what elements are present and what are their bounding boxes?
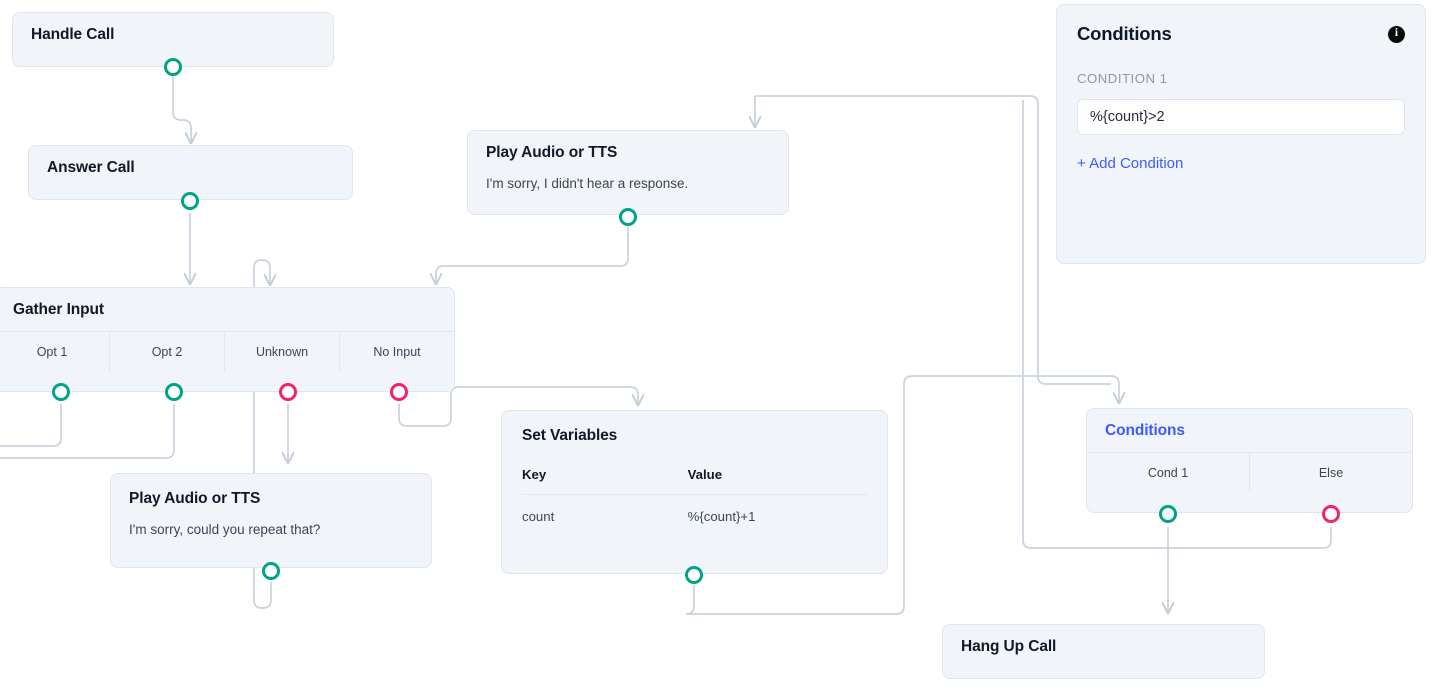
node-set-variables[interactable]: Set Variables Key Value count %{count}+1 — [501, 410, 888, 574]
edge-opt1-left — [0, 404, 62, 447]
node-subtitle: I'm sorry, could you repeat that? — [129, 522, 321, 537]
port-opt-1-out[interactable] — [52, 383, 70, 401]
cell-key: count — [522, 509, 555, 524]
node-title: Gather Input — [13, 301, 104, 318]
port-label: Else — [1318, 466, 1344, 480]
port-play-audio-repeat-out[interactable] — [262, 562, 280, 580]
port-else-out[interactable] — [1322, 505, 1340, 523]
port-label: Cond 1 — [1147, 466, 1189, 480]
add-condition-button[interactable]: + Add Condition — [1077, 155, 1184, 172]
table-row[interactable]: count %{count}+1 — [522, 495, 867, 524]
port-row: Cond 1 Else — [1087, 452, 1412, 493]
condition-label: CONDITION 1 — [1077, 71, 1168, 86]
port-no-input-out[interactable] — [390, 383, 408, 401]
port-opt-2-out[interactable] — [165, 383, 183, 401]
node-subtitle: I'm sorry, I didn't hear a response. — [486, 176, 689, 191]
port-label: Unknown — [255, 345, 309, 359]
port-label: No Input — [373, 345, 421, 359]
port-set-variables-out[interactable] — [685, 566, 703, 584]
column-header-value: Value — [687, 467, 867, 495]
node-play-audio-no-response[interactable]: Play Audio or TTS I'm sorry, I didn't he… — [467, 130, 789, 215]
port-handle-call-out[interactable] — [164, 58, 182, 76]
node-gather-input[interactable]: Gather Input Opt 1 Opt 2 Unknown No Inpu… — [0, 287, 455, 392]
panel-header: Conditions i — [1077, 23, 1405, 45]
port-cell-else[interactable]: Else — [1250, 453, 1412, 493]
node-title: Conditions — [1105, 422, 1185, 439]
node-title: Hang Up Call — [961, 638, 1057, 655]
node-title: Play Audio or TTS — [486, 144, 618, 161]
table-header-row: Key Value — [522, 467, 867, 495]
port-cell-opt-2[interactable]: Opt 2 — [110, 332, 225, 372]
port-unknown-out[interactable] — [279, 383, 297, 401]
node-title: Set Variables — [522, 427, 618, 444]
node-hang-up-call[interactable]: Hang Up Call — [942, 624, 1265, 679]
port-answer-call-out[interactable] — [181, 192, 199, 210]
info-icon[interactable]: i — [1388, 25, 1405, 43]
node-play-audio-repeat[interactable]: Play Audio or TTS I'm sorry, could you r… — [110, 473, 432, 568]
port-cell-no-input[interactable]: No Input — [340, 332, 454, 372]
node-title: Play Audio or TTS — [129, 490, 261, 507]
port-cell-cond-1[interactable]: Cond 1 — [1087, 453, 1250, 493]
cell-value: %{count}+1 — [687, 509, 756, 524]
port-label: Opt 1 — [36, 345, 68, 359]
conditions-panel[interactable]: Conditions i CONDITION 1 + Add Condition — [1056, 4, 1426, 264]
port-cell-unknown[interactable]: Unknown — [225, 332, 340, 372]
port-cond-1-out[interactable] — [1159, 505, 1177, 523]
node-conditions[interactable]: Conditions Cond 1 Else — [1086, 408, 1413, 513]
column-header-key: Key — [522, 467, 688, 495]
panel-title: Conditions — [1077, 23, 1172, 44]
edge-opt2-left — [0, 404, 175, 459]
port-row: Opt 1 Opt 2 Unknown No Input — [0, 331, 454, 372]
edge-handle-to-answer — [172, 76, 191, 142]
port-label: Opt 2 — [151, 345, 183, 359]
edge-noresponse-to-gather — [436, 227, 629, 283]
node-title: Handle Call — [31, 26, 115, 43]
node-handle-call[interactable]: Handle Call — [12, 12, 334, 67]
port-play-audio-no-response-out[interactable] — [619, 208, 637, 226]
node-title: Answer Call — [47, 159, 135, 176]
condition-input[interactable] — [1077, 99, 1405, 135]
port-cell-opt-1[interactable]: Opt 1 — [0, 332, 110, 372]
variables-table: Key Value count %{count}+1 — [522, 467, 867, 524]
